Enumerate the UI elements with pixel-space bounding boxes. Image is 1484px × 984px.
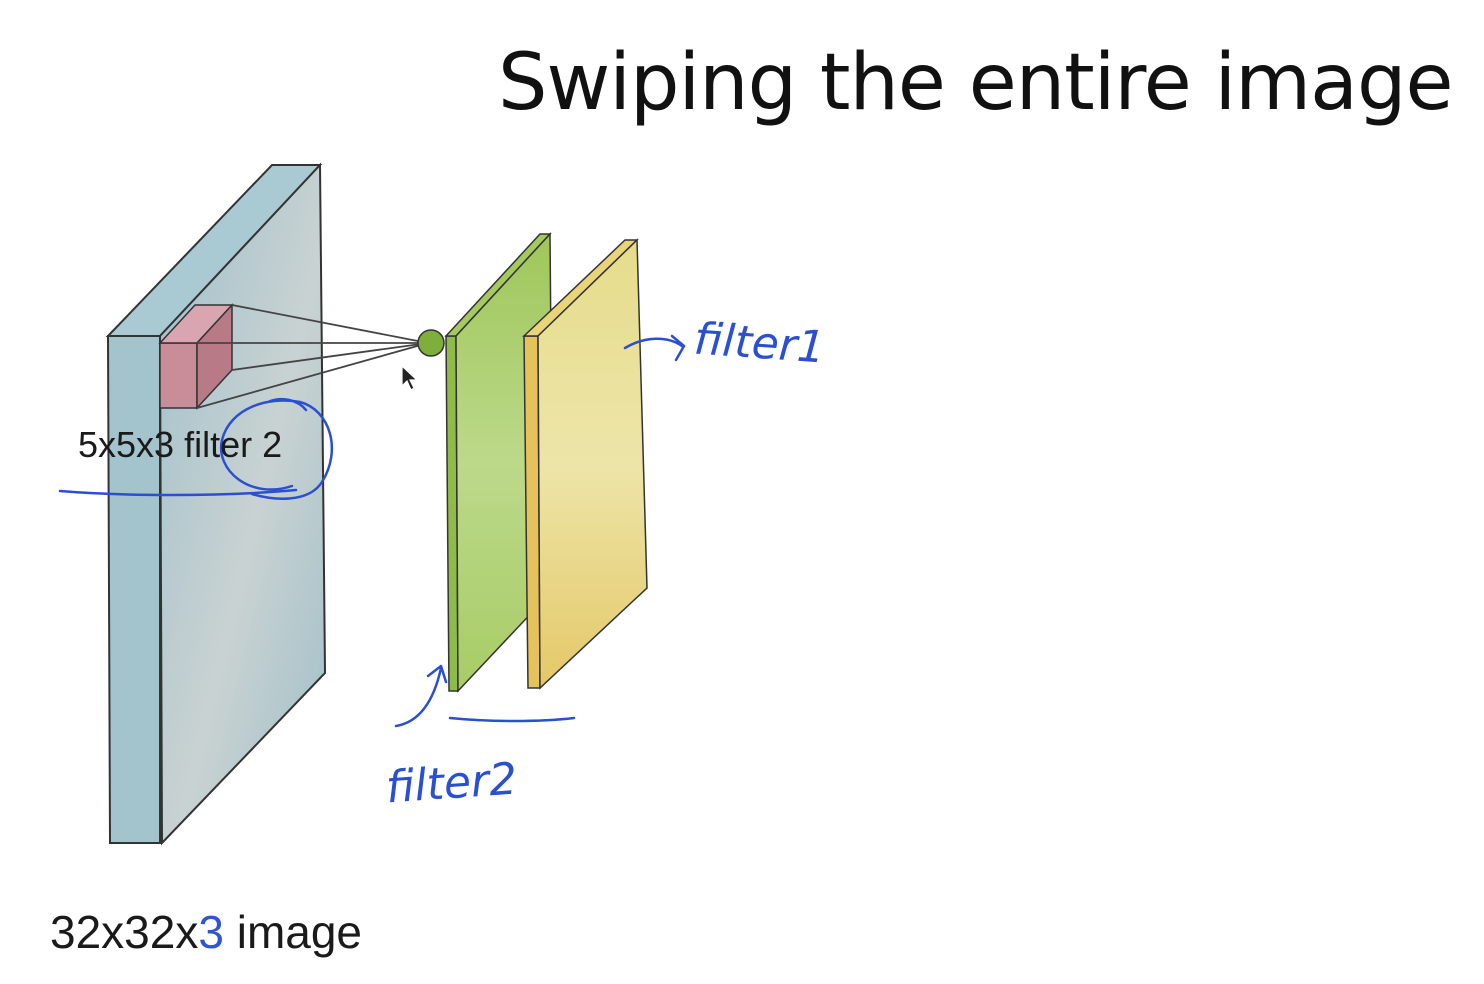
ink-circle-filter-2 bbox=[219, 398, 334, 500]
receptive-field-cube bbox=[158, 303, 234, 410]
projection-lines bbox=[196, 304, 429, 409]
ink-underline-filter-label bbox=[58, 488, 298, 497]
mouse-cursor-icon bbox=[401, 365, 419, 391]
ink-underline-gap bbox=[448, 716, 576, 723]
feature-map-2 bbox=[522, 238, 648, 690]
caption-suffix: image bbox=[223, 906, 363, 958]
ink-arrow-filter2 bbox=[394, 664, 448, 728]
ink-annotations bbox=[58, 334, 686, 728]
ink-arrow-filter1 bbox=[623, 334, 686, 362]
slide-title: Swiping the entire image bbox=[498, 38, 1453, 128]
output-neuron bbox=[417, 329, 445, 357]
handwritten-filter1-label: filter1 bbox=[692, 313, 827, 374]
filter-size-label: 5x5x3 filter 2 bbox=[78, 424, 283, 465]
input-volume-left-side bbox=[106, 335, 161, 844]
handwritten-filter2-label: filter2 bbox=[384, 753, 519, 814]
input-size-caption: 32x32x3 image bbox=[50, 905, 362, 959]
caption-depth: 3 bbox=[198, 906, 224, 958]
caption-prefix: 32x32x bbox=[50, 906, 199, 958]
input-volume bbox=[105, 162, 327, 846]
